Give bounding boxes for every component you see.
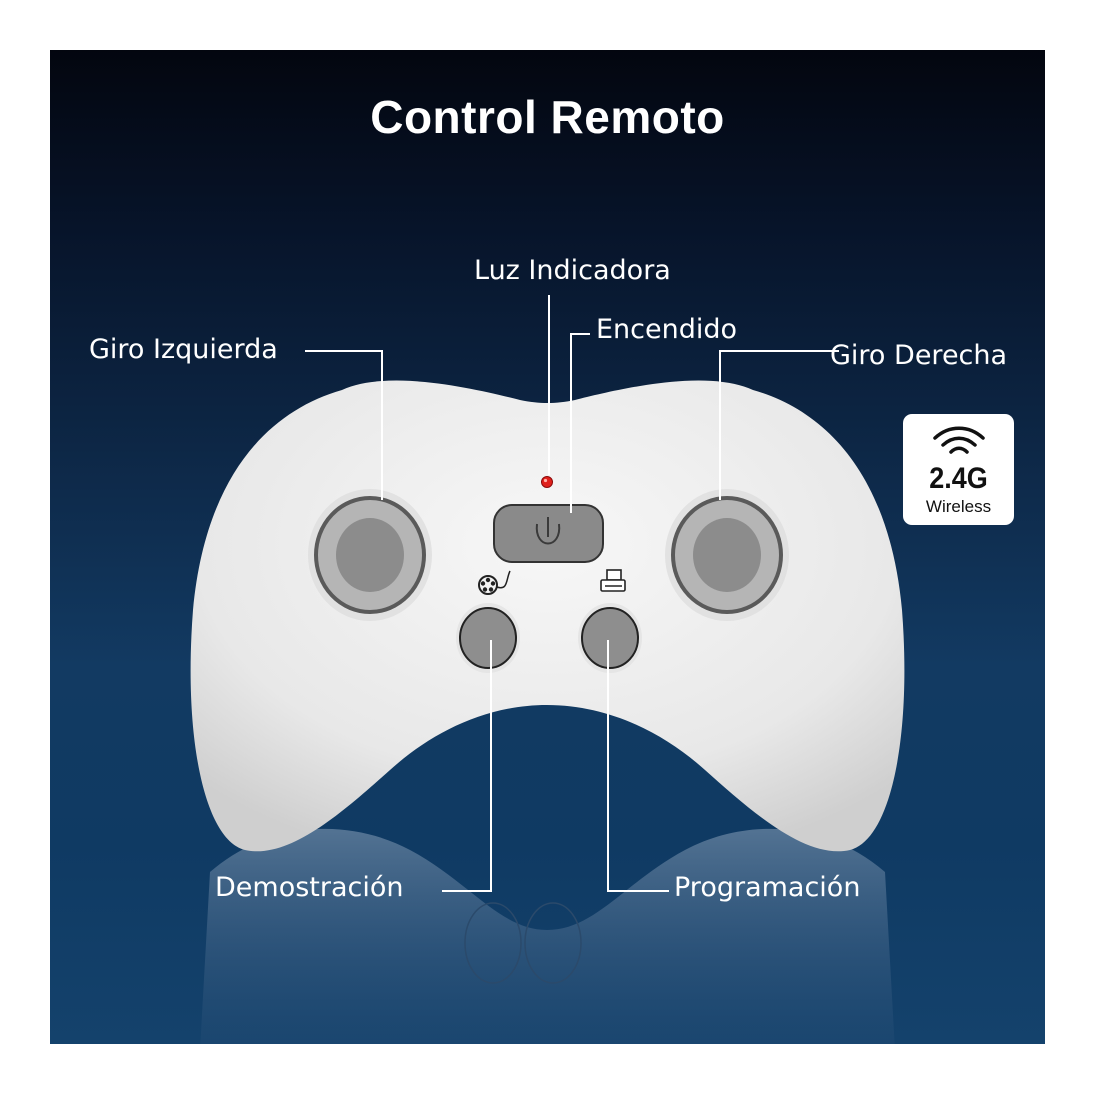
callout-line-power-v bbox=[570, 333, 572, 513]
callout-line-prog-v bbox=[607, 640, 609, 892]
printer-icon bbox=[600, 569, 626, 592]
label-power: Encendido bbox=[596, 314, 738, 345]
callout-line-left-v bbox=[381, 350, 383, 500]
label-programming: Programación bbox=[674, 872, 861, 903]
page-title: Control Remoto bbox=[370, 91, 725, 143]
callout-line-prog-h bbox=[607, 890, 669, 892]
wireless-badge: 2.4G Wireless bbox=[903, 414, 1014, 525]
programming-button[interactable] bbox=[578, 603, 642, 673]
callout-line-demo-v bbox=[490, 640, 492, 892]
film-reel-icon bbox=[478, 570, 511, 595]
controller-reflection bbox=[200, 828, 895, 1044]
wifi-icon bbox=[933, 426, 985, 454]
callout-line-power-h bbox=[570, 333, 590, 335]
left-turn-button[interactable] bbox=[308, 489, 432, 621]
label-indicator-light: Luz Indicadora bbox=[474, 255, 671, 286]
power-button[interactable] bbox=[493, 504, 604, 563]
label-left-turn: Giro Izquierda bbox=[89, 334, 278, 365]
indicator-light bbox=[541, 476, 553, 488]
label-right-turn: Giro Derecha bbox=[830, 340, 1008, 371]
infographic-panel: Control Remoto bbox=[50, 50, 1045, 1044]
right-turn-button[interactable] bbox=[665, 489, 789, 621]
callout-line-demo-h bbox=[442, 890, 492, 892]
label-demo: Demostración bbox=[215, 872, 404, 903]
controller-illustration bbox=[190, 380, 905, 1044]
demo-button[interactable] bbox=[456, 603, 520, 673]
callout-line-right-v bbox=[719, 350, 721, 500]
badge-text: Wireless bbox=[925, 497, 992, 516]
power-icon bbox=[535, 517, 561, 545]
callout-line-left-h bbox=[305, 350, 383, 352]
callout-line-right-h bbox=[719, 350, 839, 352]
badge-frequency: 2.4G bbox=[929, 462, 988, 495]
callout-line-indicator-v bbox=[548, 295, 550, 475]
